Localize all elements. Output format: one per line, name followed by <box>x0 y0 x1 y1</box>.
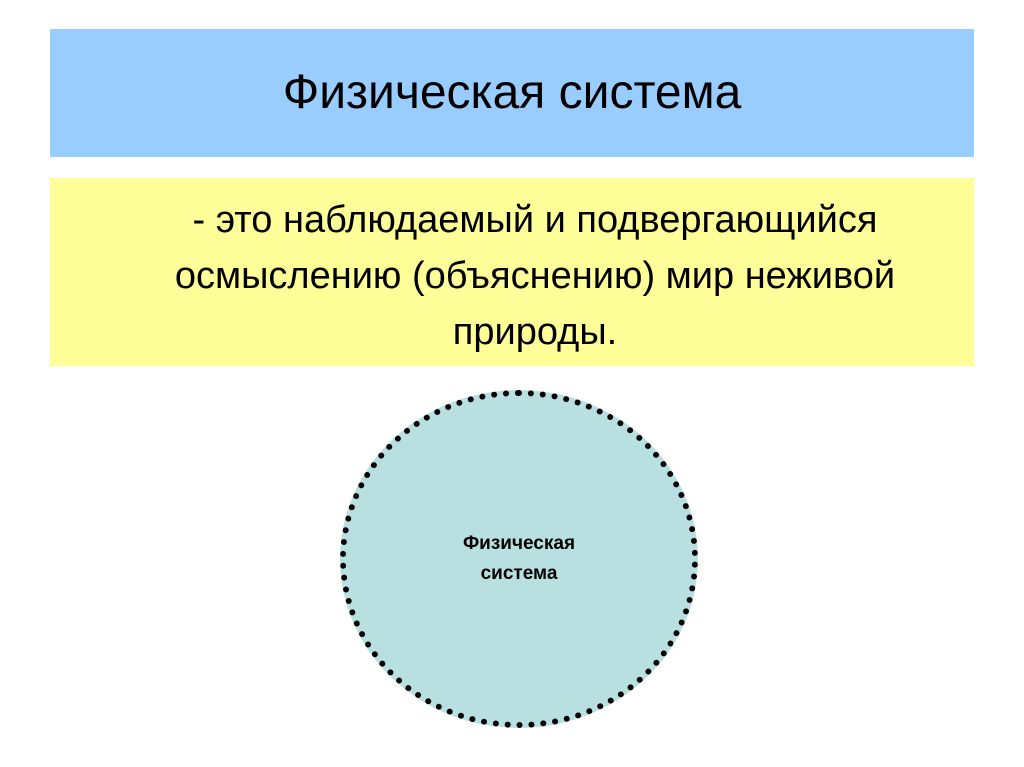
definition-text: - это наблюдаемый и подвергающийся осмыс… <box>174 199 896 353</box>
circle-label: Физическая система <box>462 533 576 584</box>
physical-system-circle: Физическая система <box>340 390 698 728</box>
slide-title: Физическая система <box>282 66 742 119</box>
definition-panel: - это наблюдаемый и подвергающийся осмыс… <box>50 178 974 366</box>
title-banner: Физическая система <box>50 29 974 157</box>
